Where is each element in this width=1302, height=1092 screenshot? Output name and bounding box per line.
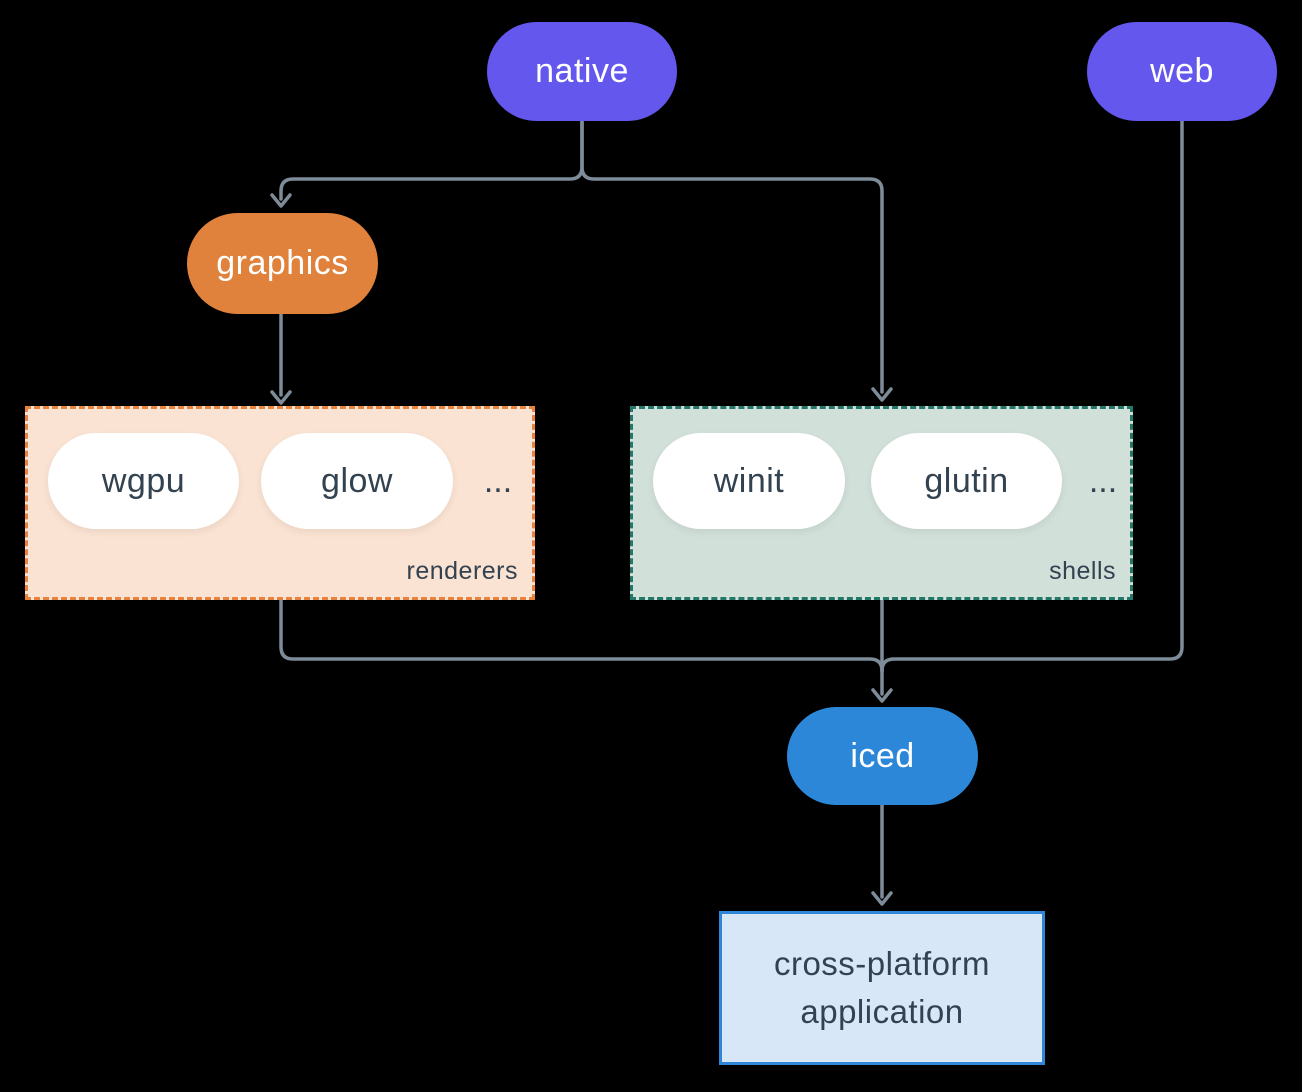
arrowhead-renderers bbox=[270, 390, 292, 405]
shells-group-label: shells bbox=[1049, 557, 1116, 585]
node-graphics: graphics bbox=[187, 213, 378, 314]
node-web: web bbox=[1087, 22, 1277, 121]
renderers-group-label: renderers bbox=[406, 557, 518, 585]
renderers-ellipsis: ... bbox=[483, 461, 513, 500]
group-shells: winit glutin ... shells bbox=[630, 406, 1133, 600]
node-iced: iced bbox=[787, 707, 978, 805]
arrowhead-graphics bbox=[270, 193, 292, 208]
node-winit: winit bbox=[653, 433, 845, 529]
group-renderers: wgpu glow ... renderers bbox=[25, 406, 535, 600]
edge-native-shells bbox=[580, 119, 884, 394]
node-glow: glow bbox=[261, 433, 453, 529]
arrowhead-shells bbox=[871, 387, 893, 402]
node-cross-platform-application: cross-platform application bbox=[719, 911, 1045, 1065]
edge-native-graphics bbox=[279, 119, 584, 201]
arrowhead-iced bbox=[871, 688, 893, 703]
shells-ellipsis: ... bbox=[1088, 461, 1118, 500]
node-native: native bbox=[487, 22, 677, 121]
app-label-line1: cross-platform bbox=[773, 945, 991, 982]
node-glutin: glutin bbox=[871, 433, 1062, 529]
app-label-line2: application bbox=[800, 993, 964, 1030]
arrowhead-app bbox=[871, 891, 893, 906]
edge-renderers-iced bbox=[279, 598, 884, 673]
node-wgpu: wgpu bbox=[48, 433, 239, 529]
